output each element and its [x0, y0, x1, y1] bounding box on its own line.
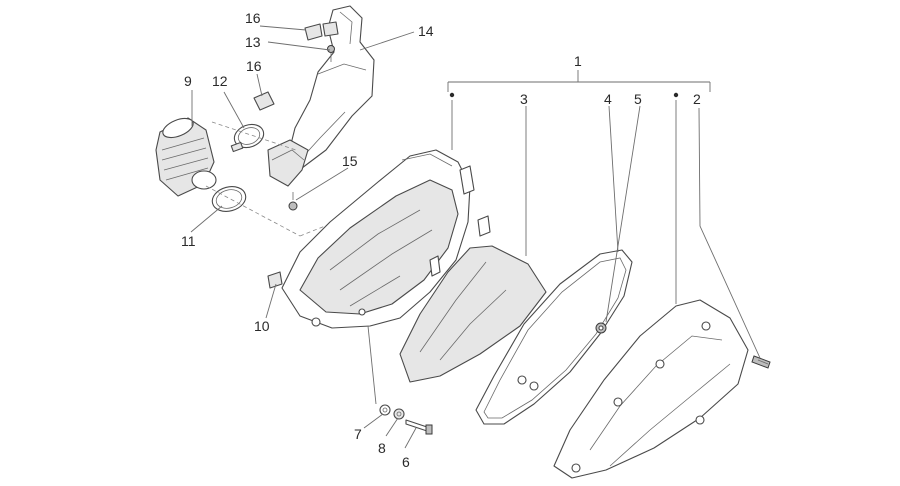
callout-6: 6 — [402, 454, 410, 470]
part-4-gasket — [475, 249, 633, 425]
callout-3: 3 — [520, 91, 528, 107]
part-8-washer — [393, 408, 405, 420]
callout-13: 13 — [245, 34, 261, 50]
callout-15: 15 — [342, 153, 358, 169]
part-9-intake-sleeve — [155, 117, 217, 197]
part-12-hose-clamp — [230, 123, 265, 153]
callout-14: 14 — [418, 23, 434, 39]
part-10-clip — [267, 271, 283, 289]
callout-12: 12 — [212, 73, 228, 89]
leader-lines — [190, 25, 761, 449]
callout-4: 4 — [604, 91, 612, 107]
callout-2: 2 — [693, 91, 701, 107]
part-5-grommet — [595, 322, 607, 334]
part-14-intake-duct — [267, 5, 375, 187]
cover-screw — [751, 355, 771, 369]
part-16-clip-lower — [253, 91, 275, 111]
part-16-clip-upper — [304, 21, 339, 41]
part-6-bolt — [405, 419, 433, 435]
part-2-filter-cover — [553, 299, 749, 479]
part-15-bolt — [288, 192, 298, 211]
callout-1: 1 — [574, 53, 582, 69]
part-3-filter-element — [399, 245, 547, 383]
bullet-dot — [449, 92, 455, 98]
callout-11: 11 — [181, 233, 196, 249]
callout-9: 9 — [184, 73, 192, 89]
callout-10: 10 — [254, 318, 270, 334]
part-7-washer — [379, 404, 391, 416]
bullet-dot — [673, 92, 679, 98]
callout-8: 8 — [378, 440, 386, 456]
part-11-hose-clamp — [211, 186, 247, 212]
air-filter-housing — [281, 149, 491, 329]
callout-5: 5 — [634, 91, 642, 107]
part-13-screw — [327, 45, 335, 62]
callout-16-upper: 16 — [245, 10, 261, 26]
callout-labels: 1 2 3 4 5 6 7 8 9 10 11 12 13 14 15 16 1… — [181, 10, 701, 470]
callout-7: 7 — [354, 426, 362, 442]
callout-16-lower: 16 — [246, 58, 262, 74]
